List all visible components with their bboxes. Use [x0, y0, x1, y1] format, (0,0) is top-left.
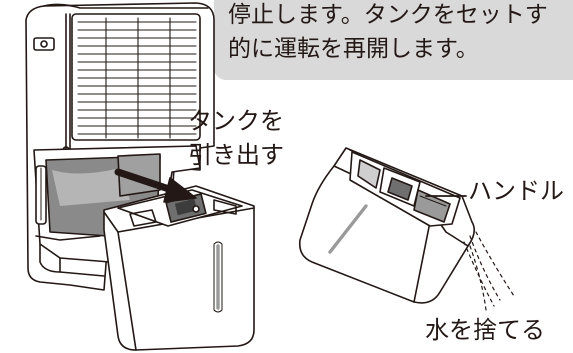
pull-arrow-icon [118, 172, 196, 202]
instruction-note-line1: 停止します。タンクをセットす [228, 2, 548, 28]
pull-tank-label-line1: タンクを [188, 107, 284, 135]
instruction-note-line2: 的に運転を再開します。 [228, 36, 479, 62]
instruction-note: 停止します。タンクをセットす 的に運転を再開します。 [214, 0, 573, 80]
handle-label: ハンドル [468, 177, 564, 205]
pull-tank-label-line2: 引き出す [188, 141, 284, 169]
removed-tank [300, 148, 475, 303]
discard-water-label: 水を捨てる [425, 316, 545, 344]
water-stream [464, 232, 514, 310]
tank-in-body [104, 186, 254, 350]
